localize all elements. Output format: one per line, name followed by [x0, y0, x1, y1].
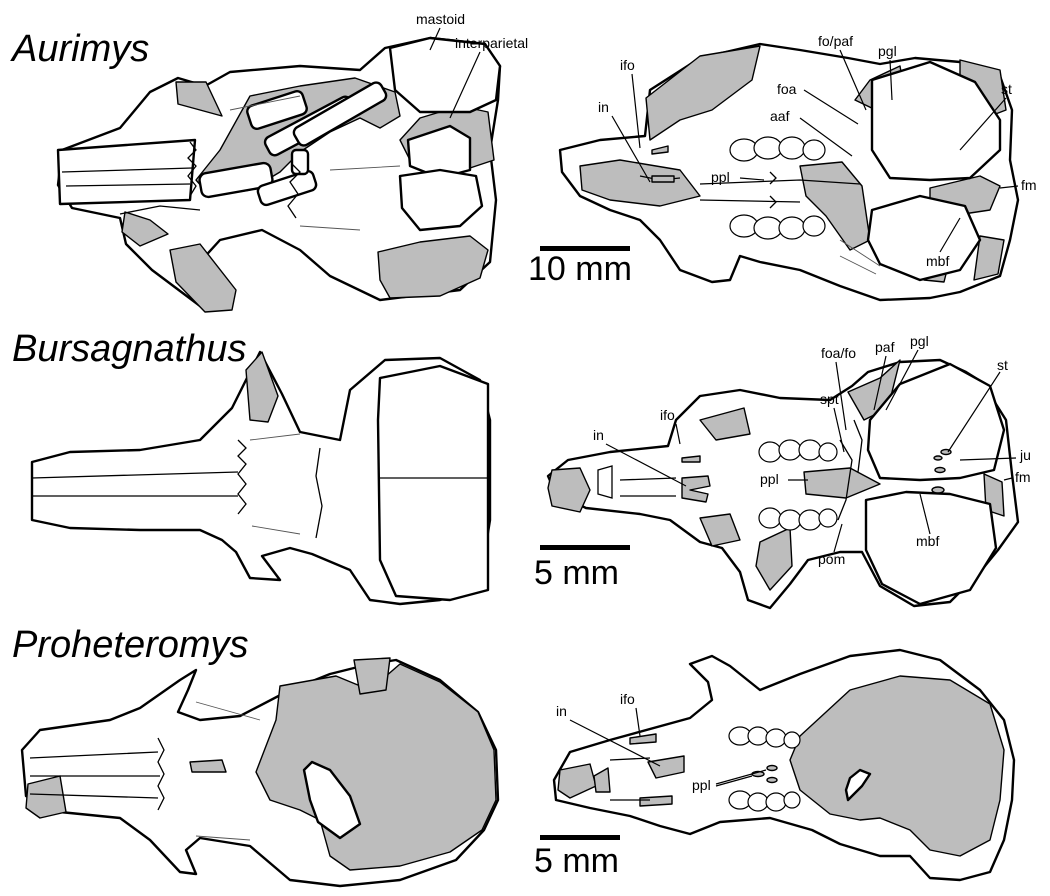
label-ppl: ppl	[711, 169, 730, 185]
label-spt: spt	[820, 391, 839, 407]
proheteromys-ventral-skull	[554, 650, 1014, 880]
label-pgl: pgl	[878, 43, 897, 59]
aurimys-dorsal-skull	[58, 38, 500, 312]
label-pom: pom	[818, 551, 845, 567]
label-foa-fo: foa/fo	[821, 345, 856, 361]
scale-bar-aurimys	[540, 246, 630, 251]
label-aaf: aaf	[770, 108, 790, 124]
label-ifo: ifo	[660, 407, 675, 423]
label-st: st	[1001, 81, 1012, 97]
label-ppl: ppl	[760, 471, 779, 487]
label-in: in	[598, 99, 609, 115]
label-ppl: ppl	[692, 777, 711, 793]
label-interparietal: interparietal	[455, 35, 528, 51]
proheteromys-dorsal-skull	[22, 658, 498, 886]
label-fm: fm	[1015, 469, 1031, 485]
bursagnathus-ventral-skull	[548, 360, 1018, 608]
label-fo-paf: fo/paf	[818, 33, 853, 49]
label-paf: paf	[875, 339, 895, 355]
label-ifo: ifo	[620, 57, 635, 73]
label-mbf: mbf	[916, 533, 939, 549]
label-ju: ju	[1019, 447, 1031, 463]
label-in: in	[593, 427, 604, 443]
label-foa: foa	[777, 81, 797, 97]
label-in: in	[556, 703, 567, 719]
label-fm: fm	[1021, 177, 1037, 193]
label-st: st	[997, 357, 1008, 373]
bursagnathus-dorsal-skull	[32, 352, 490, 604]
scale-bar-proheteromys	[540, 835, 620, 840]
label-ifo: ifo	[620, 691, 635, 707]
scale-bar-bursagnathus	[540, 545, 630, 550]
label-mastoid: mastoid	[416, 11, 465, 27]
label-pgl: pgl	[910, 333, 929, 349]
label-mbf: mbf	[926, 253, 949, 269]
